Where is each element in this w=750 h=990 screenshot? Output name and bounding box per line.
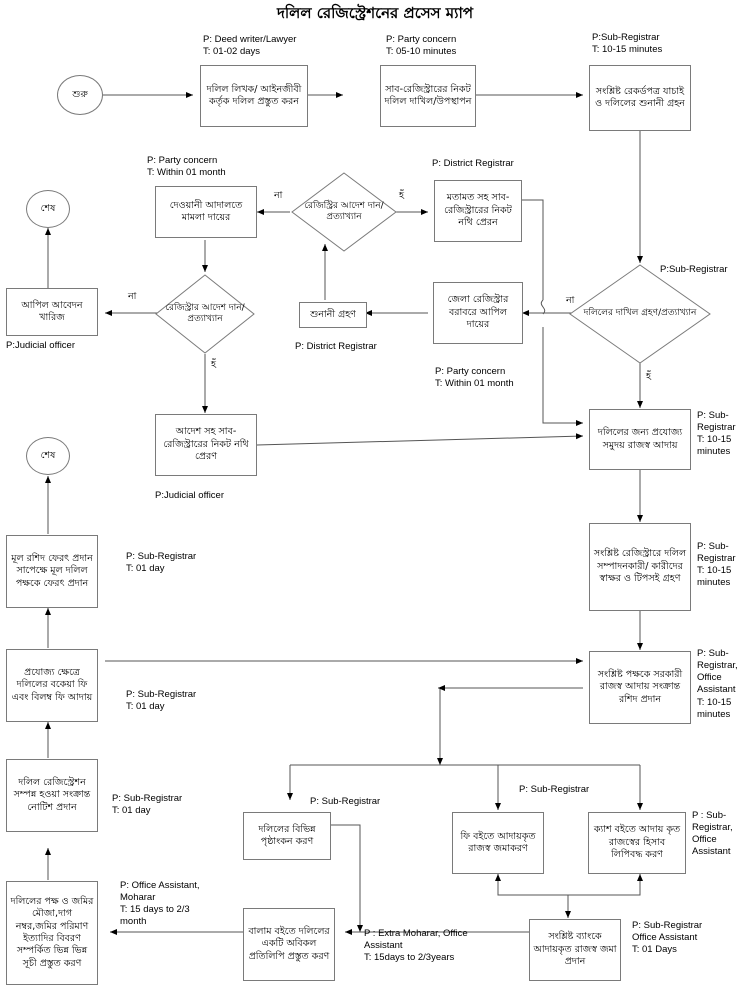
anno-cash-book: P : Sub-Registrar, Office Assistant xyxy=(692,810,733,858)
node-fees-due-label: প্রযোজ্য ক্ষেত্রে দলিলের বকেয়া ফি এবং ব… xyxy=(11,666,93,703)
anno-bank: P: Sub-Registrar Office Assistant T: 01 … xyxy=(632,920,703,956)
node-submit-label: সাব-রেজিস্ট্রারের নিকট দলিল দাখিল/উপস্থা… xyxy=(384,83,472,107)
node-signature[interactable]: সংশ্লিষ্ট রেজিস্ট্রারে দলিল সম্পাদনকারী/… xyxy=(589,523,691,611)
node-balam[interactable]: বালাম বইতে দলিলের একটি অবিকল প্রতিলিপি প… xyxy=(243,908,335,981)
node-page-mark[interactable]: দলিলের বিভিন্ন পৃষ্ঠাংকন করণ xyxy=(243,812,331,860)
node-file-opinion-label: মতামত সহ সাব-রেজিস্ট্রারের নিকট নথি প্রে… xyxy=(444,192,512,229)
anno-return-deed: P: Sub-Registrar T: 01 day xyxy=(126,551,197,575)
node-bank[interactable]: সংশ্লিষ্ট ব্যাংকে আদায়কৃত রাজস্ব জমা প্… xyxy=(529,919,621,981)
node-end-mid[interactable]: শেষ xyxy=(26,437,70,475)
node-accept-reject-decision[interactable]: দলিলের দাখিল গ্রহণ/প্রত্যাখ্যান xyxy=(569,264,711,364)
anno-submit: P: Party concern T: 05-10 minutes xyxy=(386,34,457,58)
node-cash-book[interactable]: ক্যাশ বইতে আদায় কৃত রাজস্বের হিসাব লিপি… xyxy=(588,812,686,874)
edge-label-no-accept: না xyxy=(566,295,575,306)
edge-label-no-order2: না xyxy=(128,291,137,302)
anno-appeal-dr: P: Party concern T: Within 01 month xyxy=(435,366,514,390)
node-revenue-label: দলিলের জন্য প্রযোজ্য সমুদয় রাজস্ব আদায় xyxy=(597,427,683,451)
node-bank-label: সংশ্লিষ্ট ব্যাংকে আদায়কৃত রাজস্ব জমা প্… xyxy=(533,931,617,968)
node-deed-prepare[interactable]: দলিল লিখক/ আইনজীবী কর্তৃক দলিল প্রস্তুত … xyxy=(200,65,308,127)
edge-label-yes-accept: হঁ xyxy=(646,371,651,382)
node-page-mark-label: দলিলের বিভিন্ন পৃষ্ঠাংকন করণ xyxy=(258,823,316,847)
anno-accept-reject: P:Sub-Registrar xyxy=(660,264,728,275)
anno-receipt: P: Sub-Registrar, Office Assistant T: 10… xyxy=(697,648,738,720)
edge-label-no-order1: না xyxy=(274,190,283,201)
anno-page-mark: P: Sub-Registrar xyxy=(310,796,381,807)
node-index[interactable]: দলিলের পক্ষ ও জমির মৌজা,দাগ নম্বর,জমির প… xyxy=(6,881,98,985)
node-registrar-order-decision-1[interactable]: রেজিস্ট্রির আদেশ দান/ প্রত্যাখ্যান xyxy=(291,172,397,252)
node-appeal-dr-label: জেলা রেজিস্ট্রার বরাবরে আপিল দায়ের xyxy=(447,294,509,331)
edge-label-yes-order2: হঁ xyxy=(211,359,216,370)
node-file-opinion[interactable]: মতামত সহ সাব-রেজিস্ট্রারের নিকট নথি প্রে… xyxy=(434,180,522,242)
node-appeal-rejected[interactable]: আপিল আবেদন খারিজ xyxy=(6,288,98,336)
node-start-label: শুরু xyxy=(72,88,88,100)
page-title: দলিল রেজিস্ট্রেশনের প্রসেস ম্যাপ xyxy=(277,4,473,22)
node-civil-court-label: দেওয়ানী আদালতে মামলা দায়ের xyxy=(169,199,243,223)
anno-index: P: Office Assistant, Moharar T: 15 days … xyxy=(120,880,200,928)
node-fee-book[interactable]: ফি বইতে আদায়কৃত রাজস্ব জমাকরণ xyxy=(452,812,544,874)
anno-signature: P: Sub-Registrar T: 10-15 minutes xyxy=(697,541,736,589)
node-return-deed-label: মূল রশিদ ফেরৎ প্রদান সাপেক্ষে মূল দলিল প… xyxy=(11,552,93,589)
anno-file-opinion: P: District Registrar xyxy=(432,158,514,169)
node-end-top[interactable]: শেষ xyxy=(26,190,70,228)
anno-hearing: P: District Registrar xyxy=(295,341,377,352)
node-receipt[interactable]: সংশ্লিষ্ট পক্ষকে সরকারী রাজস্ব আদায় সংক… xyxy=(589,651,691,724)
anno-notice: P: Sub-Registrar T: 01 day xyxy=(112,793,183,817)
node-fee-book-label: ফি বইতে আদায়কৃত রাজস্ব জমাকরণ xyxy=(460,830,536,854)
anno-balam: P : Extra Moharar, Office Assistant T: 1… xyxy=(364,928,468,964)
anno-verify-hearing: P:Sub-Registrar T: 10-15 minutes xyxy=(592,32,663,56)
node-accept-reject-label: দলিলের দাখিল গ্রহণ/প্রত্যাখ্যান xyxy=(583,308,697,319)
node-end-mid-label: শেষ xyxy=(40,449,56,461)
edge-label-yes-order1: হঁ xyxy=(399,190,404,201)
node-hearing-label: শুনানী গ্রহণ xyxy=(310,308,356,320)
node-hearing[interactable]: শুনানী গ্রহণ xyxy=(299,302,367,328)
node-balam-label: বালাম বইতে দলিলের একটি অবিকল প্রতিলিপি প… xyxy=(248,925,330,962)
node-appeal-rejected-label: আপিল আবেদন খারিজ xyxy=(21,299,83,323)
node-notice[interactable]: দলিল রেজিস্ট্রেশন সম্পন্ন হওয়া সংক্রান্… xyxy=(6,759,98,832)
node-verify-hearing-label: সংশ্লিষ্ট রেকর্ডপত্র যাচাই ও দলিলের শুনা… xyxy=(595,85,685,109)
node-registrar-order-1-label: রেজিস্ট্রির আদেশ দান/ প্রত্যাখ্যান xyxy=(304,200,384,222)
node-registrar-order-decision-2[interactable]: রেজিস্ট্রার আদেশ দান/ প্রত্যাখ্যান xyxy=(155,274,255,354)
node-order-file-subreg-label: আদেশ সহ সাব-রেজিস্ট্রারের নিকট নথি প্রের… xyxy=(163,426,249,463)
anno-fee-book: P: Sub-Registrar xyxy=(519,784,590,795)
node-index-label: দলিলের পক্ষ ও জমির মৌজা,দাগ নম্বর,জমির প… xyxy=(10,895,94,969)
node-deed-prepare-label: দলিল লিখক/ আইনজীবী কর্তৃক দলিল প্রস্তুত … xyxy=(206,83,302,107)
node-verify-hearing[interactable]: সংশ্লিষ্ট রেকর্ডপত্র যাচাই ও দলিলের শুনা… xyxy=(589,65,691,131)
node-registrar-order-2-label: রেজিস্ট্রার আদেশ দান/ প্রত্যাখ্যান xyxy=(165,302,245,324)
node-signature-label: সংশ্লিষ্ট রেজিস্ট্রারে দলিল সম্পাদনকারী/… xyxy=(593,548,687,585)
node-notice-label: দলিল রেজিস্ট্রেশন সম্পন্ন হওয়া সংক্রান্… xyxy=(13,776,91,813)
node-fees-due[interactable]: প্রযোজ্য ক্ষেত্রে দলিলের বকেয়া ফি এবং ব… xyxy=(6,649,98,722)
node-return-deed[interactable]: মূল রশিদ ফেরৎ প্রদান সাপেক্ষে মূল দলিল প… xyxy=(6,535,98,608)
node-end-top-label: শেষ xyxy=(40,202,56,214)
anno-fees-due: P: Sub-Registrar T: 01 day xyxy=(126,689,197,713)
node-appeal-dr[interactable]: জেলা রেজিস্ট্রার বরাবরে আপিল দায়ের xyxy=(433,282,523,344)
node-receipt-label: সংশ্লিষ্ট পক্ষকে সরকারী রাজস্ব আদায় সংক… xyxy=(597,668,683,705)
node-revenue[interactable]: দলিলের জন্য প্রযোজ্য সমুদয় রাজস্ব আদায় xyxy=(589,409,691,470)
anno-order-file-subreg: P:Judicial officer xyxy=(155,490,224,501)
node-cash-book-label: ক্যাশ বইতে আদায় কৃত রাজস্বের হিসাব লিপি… xyxy=(593,824,681,861)
node-order-file-subreg[interactable]: আদেশ সহ সাব-রেজিস্ট্রারের নিকট নথি প্রের… xyxy=(155,414,257,476)
anno-appeal-rejected: P:Judicial officer xyxy=(6,340,75,351)
anno-revenue: P: Sub-Registrar T: 10-15 minutes xyxy=(697,410,736,458)
anno-civil-court: P: Party concern T: Within 01 month xyxy=(147,155,226,179)
node-start[interactable]: শুরু xyxy=(57,75,103,115)
anno-deed-prepare: P: Deed writer/Lawyer T: 01-02 days xyxy=(203,34,297,58)
node-submit[interactable]: সাব-রেজিস্ট্রারের নিকট দলিল দাখিল/উপস্থা… xyxy=(380,65,476,127)
node-civil-court[interactable]: দেওয়ানী আদালতে মামলা দায়ের xyxy=(155,186,257,238)
